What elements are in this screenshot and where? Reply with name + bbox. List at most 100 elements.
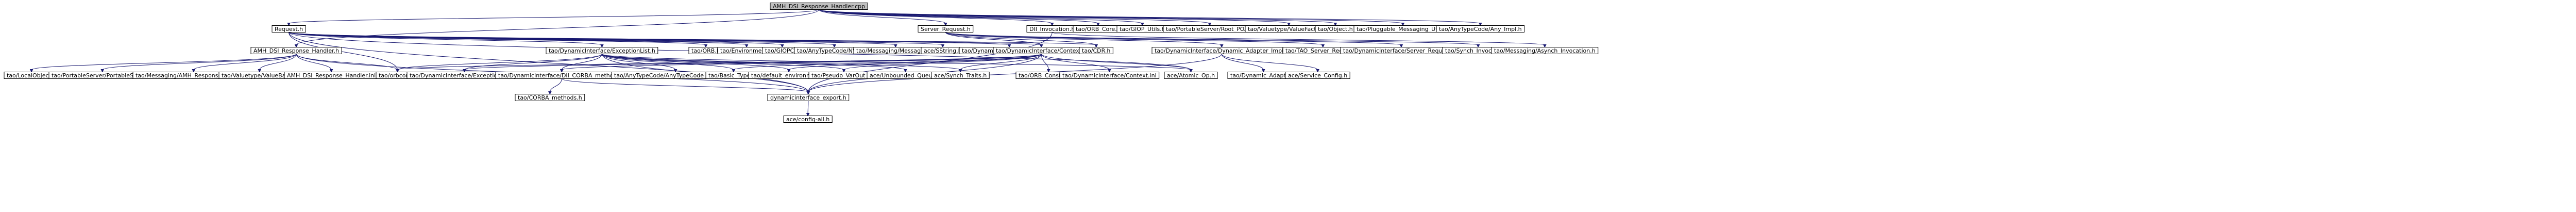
- graph-edge-arrowhead: [463, 69, 466, 73]
- graph-node-environment[interactable]: tao/Environment.h: [717, 47, 776, 55]
- graph-node-box: [272, 25, 306, 32]
- graph-edge: [819, 9, 1143, 24]
- graph-node-pseudo-varout[interactable]: tao/Pseudo_VarOut_T.h: [808, 72, 879, 79]
- graph-node-amh-inl[interactable]: AMH_DSI_Response_Handler.inl: [284, 72, 379, 79]
- graph-node-label: tao/Messaging/Messaging.h: [856, 47, 935, 54]
- graph-node-dii-inv[interactable]: DII_Invocation.h: [1026, 25, 1078, 33]
- graph-edge-arrowhead: [1096, 23, 1100, 26]
- graph-node-valuefactory[interactable]: tao/Valuetype/ValueFactory.h: [1245, 25, 1333, 33]
- graph-node-label: DII_Invocation.h: [1029, 26, 1075, 32]
- graph-edge-arrowhead: [806, 113, 810, 117]
- graph-edge: [1221, 54, 1264, 70]
- graph-edge: [960, 54, 1042, 70]
- graph-node-box: [1491, 47, 1599, 54]
- graph-node-request[interactable]: Request.h: [272, 25, 306, 33]
- graph-node-label: tao/PortableServer/PortableServer.h: [52, 72, 154, 79]
- graph-edge: [549, 78, 562, 92]
- graph-edge-arrowhead: [781, 44, 784, 48]
- graph-node-corba-methods[interactable]: tao/CORBA_methods.h: [515, 94, 585, 102]
- graph-node-anytypecode-any-impl[interactable]: tao/AnyTypeCode/Any_Impl.h: [1436, 25, 1525, 33]
- graph-edge-arrowhead: [1094, 44, 1098, 48]
- graph-edge-arrowhead: [560, 69, 564, 73]
- graph-node-giop-h[interactable]: tao/GIOPC.h: [762, 47, 803, 55]
- graph-node-box: [767, 94, 850, 101]
- graph-node-box: [931, 72, 990, 79]
- graph-edge-arrowhead: [732, 69, 736, 73]
- graph-edge: [819, 9, 946, 24]
- graph-node-basic-types[interactable]: tao/Basic_Types.h: [705, 72, 762, 79]
- graph-node-label: ace/SString.h: [924, 47, 962, 54]
- graph-node-label: ace/Synch_Traits.h: [934, 72, 987, 79]
- graph-node-label: tao/Pseudo_VarOut_T.h: [811, 72, 876, 79]
- graph-edge-arrowhead: [842, 69, 846, 73]
- graph-node-label: tao/Pluggable_Messaging_Utils.h: [1357, 26, 1449, 32]
- graph-node-box: [1059, 72, 1160, 79]
- graph-node-synch-traits[interactable]: ace/Synch_Traits.h: [931, 72, 990, 79]
- graph-node-valuebase[interactable]: tao/Valuetype/ValueBase.h: [218, 72, 300, 79]
- graph-edge: [733, 54, 1042, 70]
- graph-node-orb-h[interactable]: tao/ORB.h: [688, 47, 723, 55]
- graph-edge-arrowhead: [1316, 69, 1319, 73]
- graph-edge: [601, 54, 676, 70]
- graph-node-config-all[interactable]: ace/config-all.h: [783, 116, 833, 123]
- graph-edge-arrowhead: [1543, 44, 1547, 48]
- graph-edge: [601, 54, 789, 70]
- graph-node-label: tao/CORBA_methods.h: [518, 94, 582, 101]
- graph-node-label: AMH_DSI_Response_Handler.cpp: [773, 3, 865, 10]
- graph-node-orb-core[interactable]: tao/ORB_Core.h: [1073, 25, 1124, 33]
- graph-node-giop-utils[interactable]: tao/GIOP_Utils.h: [1116, 25, 1168, 33]
- graph-node-label: tao/Environment.h: [720, 47, 773, 54]
- graph-node-portable-server-root-poa[interactable]: tao/PortableServer/Root_POA.h: [1163, 25, 1257, 33]
- graph-edge: [945, 32, 1479, 45]
- graph-node-label: tao/DynamicInterface/Dynamic_Adapter_Imp…: [1155, 47, 1289, 54]
- graph-edge-arrowhead: [100, 69, 105, 73]
- graph-edge-arrowhead: [258, 69, 262, 73]
- graph-node-context-h[interactable]: tao/DynamicInterface/Context.h: [993, 47, 1090, 55]
- graph-node-dii-corba-methods[interactable]: tao/DynamicInterface/DII_CORBA_methods.h: [495, 72, 629, 79]
- graph-edge: [601, 54, 961, 70]
- graph-node-context-inl[interactable]: tao/DynamicInterface/Context.inl: [1059, 72, 1160, 79]
- graph-node-label: tao/DynamicInterface/Context.inl: [1062, 72, 1157, 79]
- graph-node-sstring[interactable]: ace/SString.h: [921, 47, 965, 55]
- graph-edge: [945, 32, 1222, 45]
- graph-edge: [1041, 54, 1110, 70]
- graph-node-label: tao/PortableServer/Root_POA.h: [1166, 26, 1253, 32]
- graph-node-dynamic-adapter-impl[interactable]: tao/DynamicInterface/Dynamic_Adapter_Imp…: [1151, 47, 1292, 55]
- graph-node-label: tao/default_environment.h: [751, 72, 826, 79]
- graph-node-service-config[interactable]: ace/Service_Config.h: [1285, 72, 1350, 79]
- graph-edge-arrowhead: [833, 44, 836, 48]
- graph-edge: [289, 32, 1097, 45]
- nodes-layer: AMH_DSI_Response_Handler.cppRequest.hAMH…: [4, 3, 1599, 123]
- graph-node-box: [515, 94, 585, 101]
- graph-node-server-request[interactable]: Server_Request.h: [918, 25, 974, 33]
- graph-node-label: tao/Basic_Types.h: [708, 72, 759, 79]
- graph-node-label: tao/Valuetype/ValueFactory.h: [1248, 26, 1330, 32]
- graph-edge: [561, 54, 602, 70]
- graph-edge-arrowhead: [1189, 69, 1193, 73]
- graph-node-unbounded-queue[interactable]: ace/Unbounded_Queue.h: [867, 72, 944, 79]
- graph-node-messaging-async[interactable]: tao/Messaging/Asynch_Invocation.h: [1491, 47, 1599, 55]
- graph-node-cdr[interactable]: tao/CDR.h: [1079, 47, 1113, 55]
- graph-edge-arrowhead: [1039, 44, 1043, 48]
- graph-node-atomic-op[interactable]: ace/Atomic_Op.h: [1164, 72, 1218, 79]
- graph-edge: [945, 32, 1324, 45]
- graph-node-portable-server[interactable]: tao/PortableServer/PortableServer.h: [48, 72, 157, 79]
- graph-node-exceptionlist-inl[interactable]: tao/DynamicInterface/ExceptionList.inl: [406, 72, 522, 79]
- graph-edge: [296, 54, 332, 70]
- graph-node-box: [770, 3, 868, 10]
- graph-node-label: tao/GIOP_Utils.h: [1120, 26, 1165, 32]
- graph-edge-arrowhead: [787, 69, 791, 73]
- graph-edge: [843, 54, 1042, 70]
- graph-edge: [193, 54, 297, 70]
- graph-node-object[interactable]: tao/Object.h: [1315, 25, 1356, 33]
- graph-node-box: [783, 116, 833, 123]
- graph-node-dynamicinterface-export[interactable]: dynamicinterface_export.h: [767, 94, 850, 102]
- graph-node-label: tao/DynamicInterface/ExceptionList.h: [549, 47, 655, 54]
- graph-edge-arrowhead: [287, 23, 291, 26]
- graph-node-amh-h[interactable]: AMH_DSI_Response_Handler.h: [250, 47, 342, 55]
- graph-node-local-object[interactable]: tao/LocalObject.h: [4, 72, 59, 79]
- graph-edge-arrowhead: [1321, 44, 1325, 48]
- graph-node-exceptionlist-h[interactable]: tao/DynamicInterface/ExceptionList.h: [546, 47, 658, 55]
- graph-node-dynamic-adapter[interactable]: tao/Dynamic_Adapter.h: [1227, 72, 1300, 79]
- graph-node-label: Server_Request.h: [921, 26, 971, 32]
